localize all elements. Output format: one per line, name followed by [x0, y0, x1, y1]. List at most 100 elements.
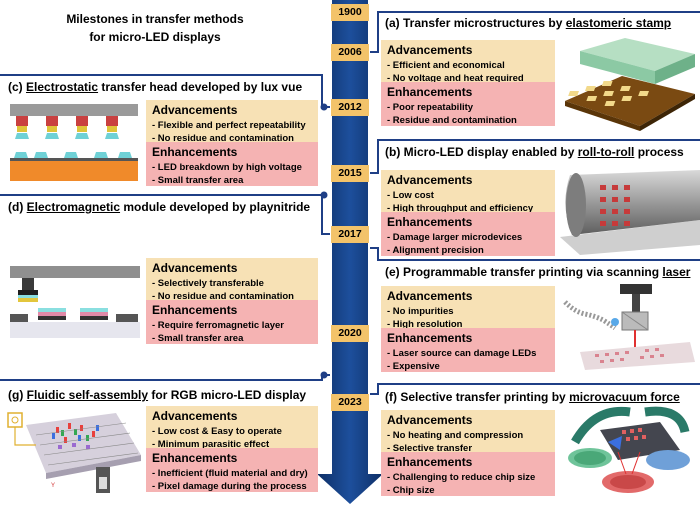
advancements-heading: Advancements	[387, 413, 473, 427]
laser-printing-illustration	[563, 284, 695, 370]
enhancement-item: - Expensive	[387, 361, 440, 372]
section-b-title: (b) Micro-LED display enabled by roll-to…	[385, 145, 684, 159]
section-e-label: (e)	[385, 265, 400, 279]
advancement-item: - Selectively transferable	[152, 278, 264, 289]
section-e-enhancements: Enhancements - Laser source can damage L…	[381, 328, 555, 372]
section-a-prefix: Transfer microstructures by	[403, 16, 566, 30]
advancements-heading: Advancements	[387, 43, 473, 57]
section-b-label: (b)	[385, 145, 401, 159]
section-d-suffix: module developed by playnitride	[120, 200, 311, 214]
section-b-advancements: Advancements - Low cost - High throughpu…	[381, 170, 555, 214]
advancement-item: - No voltage and heat required	[387, 73, 524, 84]
advancement-item: - Efficient and economical	[387, 60, 505, 71]
section-c-advancements: Advancements - Flexible and perfect repe…	[146, 100, 318, 144]
advancement-item: - Low cost	[387, 190, 434, 201]
advancement-item: - Flexible and perfect repeatability	[152, 120, 306, 131]
connector-dot-g	[320, 371, 328, 379]
enhancement-item: - Require ferromagnetic layer	[152, 320, 284, 331]
section-b-keyword: roll-to-roll	[577, 145, 635, 159]
section-f-label: (f)	[385, 390, 397, 404]
section-a-title: (a) Transfer microstructures by elastome…	[385, 16, 671, 30]
roll-to-roll-illustration	[560, 170, 700, 255]
enhancement-item: - Damage larger microdevices	[387, 232, 523, 243]
advancements-heading: Advancements	[387, 173, 473, 187]
advancements-heading: Advancements	[387, 289, 473, 303]
advancement-item: - Low cost & Easy to operate	[152, 426, 282, 437]
section-c-suffix: transfer head developed by lux vue	[98, 80, 303, 94]
electrostatic-head-illustration	[10, 104, 138, 181]
connector-e	[370, 247, 700, 261]
microvacuum-illustration	[568, 406, 690, 493]
section-a-enhancements: Enhancements - Poor repeatability - Resi…	[381, 82, 555, 126]
enhancements-heading: Enhancements	[387, 455, 473, 469]
section-d-enhancements: Enhancements - Require ferromagnetic lay…	[146, 300, 318, 344]
advancement-item: - No residue and contamination	[152, 133, 294, 144]
fluidic-assembly-illustration: Y	[7, 412, 141, 493]
section-d-advancements: Advancements - Selectively transferable …	[146, 258, 318, 302]
connector-a	[370, 11, 700, 53]
advancement-item: - No residue and contamination	[152, 291, 294, 302]
advancement-item: - High throughput and efficiency	[387, 203, 534, 214]
connector-dot-c	[320, 103, 328, 111]
advancement-item: - No impurities	[387, 306, 454, 317]
section-g-enhancements: Enhancements - Inefficient (fluid materi…	[146, 448, 318, 492]
enhancements-heading: Enhancements	[387, 85, 473, 99]
enhancements-heading: Enhancements	[152, 303, 238, 317]
year-badge-2023: 2023	[331, 394, 369, 411]
section-f-title: (f) Selective transfer printing by micro…	[385, 390, 680, 404]
timeline-arrow	[317, 0, 383, 504]
advancement-item: - High resolution	[387, 319, 463, 330]
section-g-advancements: Advancements - Low cost & Easy to operat…	[146, 406, 318, 450]
svg-text:Y: Y	[51, 483, 55, 489]
enhancement-item: - Small transfer area	[152, 333, 244, 344]
section-f-prefix: Selective transfer printing by	[400, 390, 570, 404]
advancements-heading: Advancements	[152, 261, 238, 275]
enhancements-heading: Enhancements	[387, 331, 473, 345]
enhancements-heading: Enhancements	[152, 145, 238, 159]
enhancement-item: - Small transfer area	[152, 175, 244, 186]
advancements-heading: Advancements	[152, 409, 238, 423]
section-b-suffix: process	[634, 145, 684, 159]
enhancement-item: - Pixel damage during the process	[152, 481, 307, 492]
section-e-keyword: laser	[662, 265, 691, 279]
enhancement-item: - Residue and contamination	[387, 115, 517, 126]
enhancement-item: - Chip size	[387, 485, 435, 496]
section-c-keyword: Electrostatic	[26, 80, 99, 94]
section-g-title: (g) Fluidic self-assembly for RGB micro-…	[8, 388, 306, 402]
connector-dot-d	[320, 191, 328, 199]
section-d-title: (d) Electromagnetic module developed by …	[8, 200, 310, 214]
elastomeric-stamp-illustration	[565, 38, 695, 131]
connector-g	[0, 374, 330, 381]
enhancement-item: - Laser source can damage LEDs	[387, 348, 537, 359]
year-badge-2012: 2012	[331, 99, 369, 116]
section-e-prefix: Programmable transfer printing via scann…	[403, 265, 663, 279]
advancement-item: - Minimum parasitic effect	[152, 439, 270, 450]
year-badge-2020: 2020	[331, 325, 369, 342]
section-a-advancements: Advancements - Efficient and economical …	[381, 40, 555, 84]
section-f-keyword: microvacuum force	[569, 390, 680, 404]
advancement-item: - Selective transfer	[387, 443, 473, 454]
advancement-item: - No heating and compression	[387, 430, 524, 441]
enhancements-heading: Enhancements	[387, 215, 473, 229]
section-f-advancements: Advancements - No heating and compressio…	[381, 410, 555, 454]
year-badge-2017: 2017	[331, 226, 369, 243]
section-c-title: (c) Electrostatic transfer head develope…	[8, 80, 302, 94]
advancements-heading: Advancements	[152, 103, 238, 117]
section-a-label: (a)	[385, 16, 400, 30]
section-g-keyword: Fluidic self-assembly	[26, 388, 149, 402]
electromagnetic-module-illustration	[10, 266, 140, 338]
title-line-1: Milestones in transfer methods	[66, 12, 244, 26]
section-b-enhancements: Enhancements - Damage larger microdevice…	[381, 212, 555, 256]
section-d-label: (d)	[8, 200, 24, 214]
section-e-title: (e) Programmable transfer printing via s…	[385, 265, 690, 279]
enhancement-item: - Inefficient (fluid material and dry)	[152, 468, 308, 479]
section-g-suffix: for RGB micro-LED display	[148, 388, 307, 402]
connector-b	[370, 139, 700, 174]
year-badge-2006: 2006	[331, 44, 369, 61]
section-d-keyword: Electromagnetic	[26, 200, 121, 214]
section-e-advancements: Advancements - No impurities - High reso…	[381, 286, 555, 330]
section-g-label: (g)	[8, 388, 24, 402]
enhancements-heading: Enhancements	[152, 451, 238, 465]
year-badge-1900: 1900	[331, 4, 369, 21]
